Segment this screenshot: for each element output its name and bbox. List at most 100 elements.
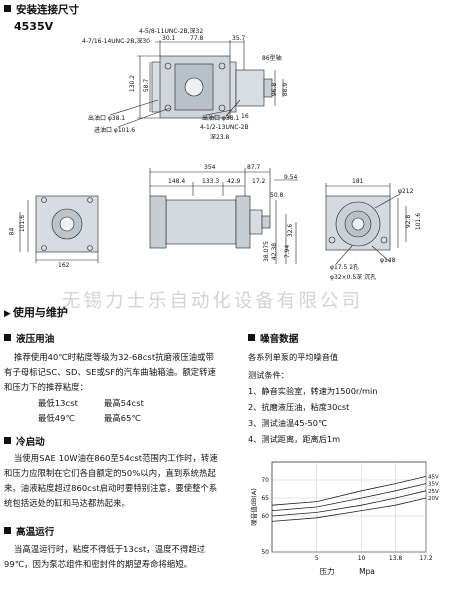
y-tick-label: 60 xyxy=(261,513,269,520)
noise-item: 2、抗磨液压油，粘度30cst xyxy=(248,402,350,412)
square-bullet-icon xyxy=(4,437,11,444)
x-tick-label: 13.8 xyxy=(389,555,403,562)
text-line: 来。油液粘度超过860cst启动时要特别注意，要使整个系 xyxy=(4,483,218,493)
noise-conditions: 测试条件： xyxy=(248,370,289,380)
arrow-bullet-icon: ▶ xyxy=(4,309,11,319)
y-axis-label: 噪音值dB(A) xyxy=(249,488,258,526)
square-bullet-icon xyxy=(4,5,11,12)
square-bullet-icon xyxy=(4,334,11,341)
right-view-drawing xyxy=(325,183,407,265)
dim-shaft: 86型轴 xyxy=(262,55,282,62)
dim-148-4: 148.4 xyxy=(168,178,186,185)
dim-42-3: 42.38 xyxy=(271,242,279,261)
viscosity-max: 最高54cst xyxy=(104,398,144,408)
hydraulic-oil-heading: 液压用油 xyxy=(4,331,54,345)
dim-left-101-6: 101.6 xyxy=(19,214,27,233)
x-axis-unit: Mpa xyxy=(359,567,375,576)
x-axis-label: 压力 xyxy=(320,566,335,576)
series-label-25V: 25V xyxy=(428,489,439,495)
noise-item: 3、测试油温45-50℃ xyxy=(248,418,328,428)
text-line: 有子母标记SC、SD、SE或SF的汽车曲轴箱油。额定转速 xyxy=(4,367,217,377)
noise-item: 1、静音实验室，转速为1500r/min xyxy=(248,386,378,396)
series-line-45V xyxy=(271,476,427,506)
dim-right-101-6: 101.6 xyxy=(415,212,423,231)
watermark-text: 无锡力士乐自动化设备有限公司 xyxy=(62,291,364,312)
section-install-header: 安装连接尺寸 xyxy=(4,2,79,17)
temp-max: 最高65℃ xyxy=(104,413,141,423)
section-install-title: 安装连接尺寸 xyxy=(16,4,79,16)
dim-depth: 深23.8 xyxy=(210,134,230,141)
dim-17-5: φ17.5 2孔 xyxy=(330,264,360,271)
series-line-25V xyxy=(271,490,427,517)
dim-38-075: 38.075 xyxy=(263,241,270,262)
dim-50-8: 50.8 xyxy=(270,192,284,199)
dim-58-7: 58.7 xyxy=(143,78,151,93)
dim-88-9: 88.9 xyxy=(282,82,290,97)
chart-frame xyxy=(271,461,427,553)
dim-130-2: 130.2 xyxy=(129,74,137,93)
dim-9-54: 9.54 xyxy=(284,174,298,181)
dim-162: 162 xyxy=(58,262,70,269)
text-line: 当高温运行时，粘度不得低于13cst，温度不得超过 xyxy=(14,544,206,554)
section-usage-title: 使用与维护 xyxy=(12,306,68,319)
cold-start-heading: 冷启动 xyxy=(4,434,45,448)
dim-32: φ32×0.5深 沉孔 xyxy=(330,274,377,281)
series-label-45V: 45V xyxy=(428,474,439,480)
series-line-35V xyxy=(271,483,427,511)
dimension-drawings xyxy=(19,40,407,265)
dim-181: 181 xyxy=(352,178,364,185)
dim-thread3: 4-1/2-13UNC-2B xyxy=(200,124,249,131)
dim-outlet1: 出油口 φ38.1 xyxy=(88,115,126,122)
noise-title: 噪音数据 xyxy=(260,334,299,345)
text-line: 当使用SAE 10W油在860至54cst范围内工作时，转速 xyxy=(14,453,218,463)
high-temp-title: 高温运行 xyxy=(16,527,55,538)
viscosity-min: 最低13cst xyxy=(38,398,78,408)
y-tick-label: 70 xyxy=(261,477,269,484)
text-line: 99℃，因为泵芯组件和密封件的期望寿命将缩短。 xyxy=(4,559,193,569)
dim-92-8: 92.8 xyxy=(405,214,413,229)
y-tick-label: 50 xyxy=(261,549,269,556)
noise-heading: 噪音数据 xyxy=(248,331,298,345)
cold-start-paragraph: 当使用SAE 10W油在860至54cst范围内工作时，转速 和压力应限制在它们… xyxy=(4,451,246,511)
dim-42-9: 42.9 xyxy=(227,178,241,185)
dim-16: 16 xyxy=(241,113,249,120)
dim-133-3: 133.3 xyxy=(202,178,220,185)
side-view-drawing xyxy=(149,168,298,264)
hydraulic-oil-title: 液压用油 xyxy=(16,334,55,345)
dim-96-8: 96.8 xyxy=(271,82,279,97)
text-line: 和压力应限制在它们各自额定的50%以内，直到系统热起 xyxy=(4,468,216,478)
square-bullet-icon xyxy=(4,527,11,534)
dim-thread2: 4-7/16-14UNC-2B,深30 xyxy=(82,38,150,45)
top-view-drawing xyxy=(109,40,284,128)
y-tick-label: 65 xyxy=(261,495,269,502)
dim-32-6: 32.6 xyxy=(287,223,295,238)
text-line: 推荐使用40℃时粘度等级为32-68cst抗磨液压油或带 xyxy=(14,352,214,362)
text-line: 和压力下的推荐粘度： xyxy=(4,382,88,392)
series-label-20V: 20V xyxy=(428,496,439,502)
dim-7-94: 7.94 xyxy=(284,244,292,259)
noise-item: 4、测试距离，距离后1m xyxy=(248,434,341,444)
x-tick-label: 10 xyxy=(358,555,366,562)
series-label-35V: 35V xyxy=(428,482,439,488)
x-tick-label: 17.2 xyxy=(419,555,433,562)
dim-84: 84 xyxy=(8,227,16,236)
dim-148: φ148 xyxy=(380,257,396,264)
dim-212: φ212 xyxy=(398,188,414,195)
section-usage-header: ▶使用与维护 xyxy=(4,304,68,320)
hydraulic-oil-paragraph: 推荐使用40℃时粘度等级为32-68cst抗磨液压油或带 有子母标记SC、SD、… xyxy=(4,350,244,395)
dim-77-8: 77.8 xyxy=(190,35,204,42)
dim-35-7: 35.7 xyxy=(232,35,246,42)
temp-min: 最低49℃ xyxy=(38,413,75,423)
square-bullet-icon xyxy=(248,334,255,341)
text-line: 统包括远处的缸和马达都热起来。 xyxy=(4,498,130,508)
high-temp-paragraph: 当高温运行时，粘度不得低于13cst，温度不得超过 99℃，因为泵芯组件和密封件… xyxy=(4,542,246,572)
dim-inlet: 进油口 φ101.6 xyxy=(94,127,136,134)
x-tick-label: 5 xyxy=(315,555,319,562)
dim-354: 354 xyxy=(204,164,216,171)
dim-87-7: 87.7 xyxy=(247,164,261,171)
dim-30-1: 30.1 xyxy=(162,35,176,42)
high-temp-heading: 高温运行 xyxy=(4,524,54,538)
dim-17-2: 17.2 xyxy=(252,178,266,185)
dim-thread1: 4-5/8-11UNC-2B,深32 xyxy=(139,28,204,35)
model-label: 4535V xyxy=(14,20,54,33)
